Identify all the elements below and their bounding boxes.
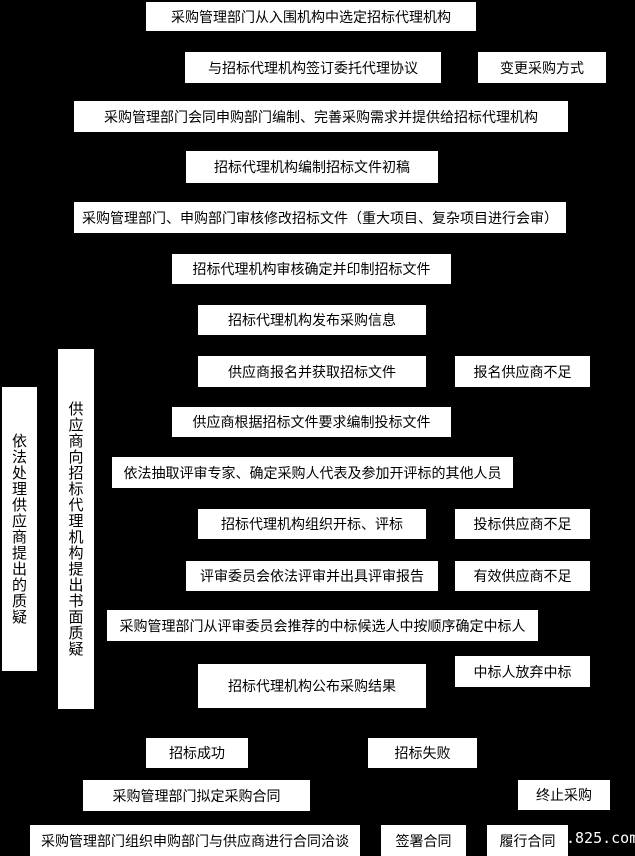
step-review-tender: 采购管理部门、申购部门审核修改招标文件（重大项目、复杂项目进行会审） bbox=[74, 202, 566, 233]
step-register: 供应商报名并获取招标文件 bbox=[198, 356, 426, 387]
step-determine-winner: 采购管理部门从评审委员会推荐的中标候选人中按顺序确定中标人 bbox=[107, 610, 538, 641]
step-publish-result: 招标代理机构公布采购结果 bbox=[198, 664, 426, 708]
step-winner-abandons: 中标人放弃中标 bbox=[455, 656, 590, 687]
watermark: .825.com bbox=[566, 829, 635, 847]
step-evaluation-report: 评审委员会依法评审并出具评审报告 bbox=[186, 561, 438, 591]
step-draft-tender: 招标代理机构编制招标文件初稿 bbox=[186, 151, 438, 183]
step-insufficient-valid: 有效供应商不足 bbox=[455, 561, 590, 591]
step-insufficient-registrants: 报名供应商不足 bbox=[455, 356, 590, 387]
step-select-experts: 依法抽取评审专家、确定采购人代表及参加开评标的其他人员 bbox=[112, 457, 513, 488]
step-change-method: 变更采购方式 bbox=[478, 52, 606, 83]
step-print-tender: 招标代理机构审核确定并印制招标文件 bbox=[172, 254, 451, 284]
step-insufficient-bidders: 投标供应商不足 bbox=[455, 509, 590, 539]
step-prepare-bids: 供应商根据招标文件要求编制投标文件 bbox=[172, 407, 451, 437]
step-draft-contract: 采购管理部门拟定采购合同 bbox=[83, 780, 310, 811]
side-handle-complaints: 依法处理供应商提出的质疑 bbox=[2, 387, 37, 671]
step-sign-agreement: 与招标代理机构签订委托代理协议 bbox=[185, 52, 441, 83]
step-open-evaluate: 招标代理机构组织开标、评标 bbox=[198, 509, 426, 539]
step-failure: 招标失败 bbox=[368, 738, 477, 768]
step-negotiate: 采购管理部门组织申购部门与供应商进行合同洽谈 bbox=[30, 825, 360, 856]
step-sign-contract: 签署合同 bbox=[381, 825, 466, 856]
step-perform-contract: 履行合同 bbox=[487, 825, 568, 856]
step-success: 招标成功 bbox=[146, 738, 248, 768]
step-select-agency: 采购管理部门从入围机构中选定招标代理机构 bbox=[146, 2, 476, 31]
side-written-complaint: 供应商向招标代理机构提出书面质疑 bbox=[58, 349, 94, 709]
step-prepare-requirements: 采购管理部门会同申购部门编制、完善采购需求并提供给招标代理机构 bbox=[74, 101, 568, 132]
step-terminate: 终止采购 bbox=[518, 780, 610, 810]
step-publish-info: 招标代理机构发布采购信息 bbox=[198, 305, 426, 335]
